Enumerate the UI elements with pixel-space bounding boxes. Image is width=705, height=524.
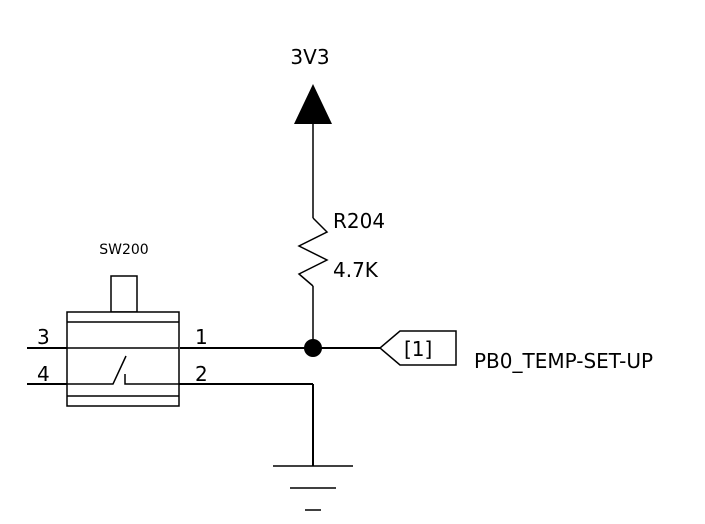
port-connector (378, 330, 457, 366)
power-label: 3V3 (290, 45, 329, 69)
switch-contact-left (67, 355, 127, 385)
switch-actuator (110, 275, 138, 313)
switch-ref: SW200 (99, 242, 148, 258)
pin-number-3: 3 (37, 325, 50, 349)
switch-contact-right (124, 374, 179, 385)
resistor-ref: R204 (333, 209, 385, 233)
pin-number-4: 4 (37, 362, 50, 386)
switch-body (66, 311, 180, 407)
pin-number-2: 2 (195, 362, 208, 386)
port-label: [1] (404, 337, 432, 361)
power-arrow-icon (294, 84, 332, 124)
net-name: PB0_TEMP-SET-UP (474, 349, 653, 373)
resistor-value: 4.7K (333, 258, 379, 282)
pin-number-1: 1 (195, 325, 208, 349)
resistor-symbol (297, 217, 329, 287)
